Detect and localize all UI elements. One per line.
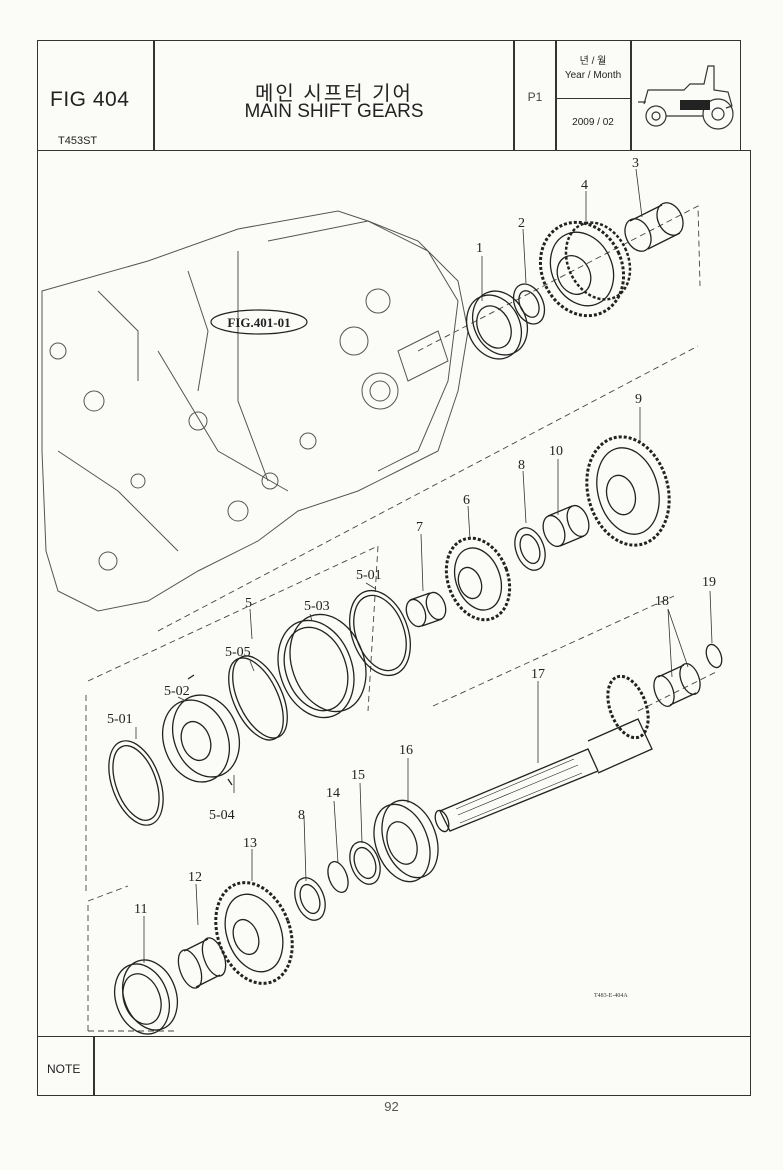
part-3-bushing: [624, 202, 684, 252]
page-code: P1: [527, 90, 543, 104]
drawing-code: T483-E-404A: [594, 993, 628, 999]
part-17-shaft: [434, 674, 653, 833]
part-10-bushing: [542, 504, 590, 548]
part-5-05-spring: [228, 655, 288, 741]
title-english: MAIN SHIFT GEARS: [244, 101, 424, 122]
fig-number: FIG 404: [50, 88, 130, 111]
exploded-parts-diagram: FIG.401-01: [41, 156, 723, 1035]
header-divider-1: [153, 40, 155, 151]
callout-14: 14: [326, 786, 340, 801]
callout-18: 18: [655, 594, 669, 609]
callout-13: 13: [243, 836, 257, 851]
header-divider-5: [556, 98, 631, 99]
part-7-bushing: [405, 591, 447, 628]
page-number: 92: [384, 1099, 399, 1114]
part-18-needle-bearing: [653, 663, 701, 707]
part-19-snap-ring: [705, 643, 723, 669]
callout-16: 16: [399, 743, 413, 758]
transmission-housing: [41, 210, 469, 612]
year-month-label-ko: 년 / 월: [579, 56, 607, 67]
callout-2: 2: [518, 216, 525, 231]
callout-5-05: 5-05: [225, 645, 251, 660]
part-12-needle-bearing: [177, 937, 227, 989]
header-divider-4: [630, 40, 632, 151]
part-9-gear: [585, 435, 671, 547]
part-2-washer: [512, 283, 546, 325]
callout-3: 3: [632, 156, 639, 171]
callout-7: 7: [416, 520, 423, 535]
year-month-label-en: Year / Month: [564, 70, 622, 81]
part-13-gear: [214, 881, 294, 985]
callout-10: 10: [549, 444, 563, 459]
callout-11: 11: [134, 902, 147, 917]
reference-oval: [210, 309, 308, 335]
part-16-bearing: [373, 799, 439, 883]
callout-8-upper: 8: [518, 458, 525, 473]
callout-5-02: 5-02: [164, 684, 190, 699]
callout-5: 5: [245, 596, 252, 611]
tractor-icon: [638, 65, 734, 130]
part-6-gear: [444, 536, 512, 622]
part-5-01-ring-lower: [108, 740, 164, 826]
year-month-value: 2009 / 02: [572, 117, 614, 128]
part-11-collar: [113, 959, 179, 1035]
callout-15: 15: [351, 768, 365, 783]
callout-17: 17: [531, 667, 545, 682]
callout-5-01-lower: 5-01: [107, 712, 133, 727]
part-5-01-ring-upper: [349, 589, 411, 677]
part-14-snap-ring: [327, 861, 349, 893]
callout-4: 4: [581, 178, 588, 193]
note-label: NOTE: [47, 1062, 81, 1076]
callout-6: 6: [463, 493, 470, 508]
header-divider-2: [513, 40, 515, 151]
callout-5-01-upper: 5-01: [356, 568, 382, 583]
part-15-washer: [349, 841, 381, 885]
part-8-washer-lower: [294, 877, 326, 921]
title-korean: 메인 시프터 기어: [255, 83, 413, 105]
callout-8-lower: 8: [298, 808, 305, 823]
callout-19: 19: [702, 575, 716, 590]
part-5-02-hub: [162, 674, 240, 786]
callout-5-03: 5-03: [304, 599, 330, 614]
model-code: T453ST: [58, 135, 98, 147]
reference-label: FIG.401-01: [227, 315, 290, 330]
note-divider: [93, 1036, 95, 1096]
header-divider-3: [555, 40, 557, 151]
part-4-gear: [538, 220, 632, 318]
callout-9: 9: [635, 392, 642, 407]
note-frame: [37, 1036, 751, 1096]
callout-1: 1: [476, 241, 483, 256]
callout-12: 12: [188, 870, 202, 885]
part-8-washer-upper: [514, 527, 546, 571]
callout-5-04: 5-04: [209, 808, 235, 823]
